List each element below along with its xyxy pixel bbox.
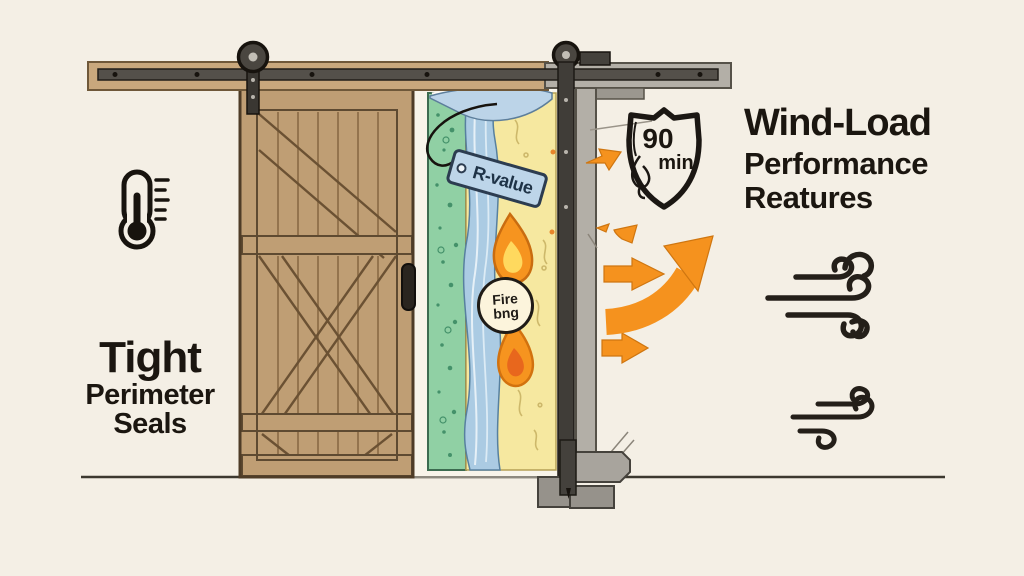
track-rail: [97, 68, 719, 81]
small-arrow-top: [585, 148, 623, 172]
door-handle: [401, 263, 416, 311]
fire-badge-line2: bng: [492, 303, 520, 322]
right-feature-line1: Wind-Load: [744, 102, 932, 144]
shield-rating-value: 90: [642, 123, 674, 154]
small-arrow-mid: [603, 257, 666, 291]
flame-icon: [496, 319, 535, 388]
debris-bit: [613, 224, 638, 244]
left-feature-line2: Perimeter: [85, 378, 215, 411]
flame-icon: [492, 211, 534, 285]
wind-gust-icon: [790, 386, 875, 450]
thermometer-icon: [118, 169, 170, 250]
debris-bit: [595, 223, 611, 233]
left-feature-line1: Tight: [99, 333, 202, 382]
tag-grommet: [455, 162, 468, 175]
guide-channel: [557, 61, 575, 481]
wind-gust-icon: [765, 251, 874, 340]
wall-jamb: [537, 61, 635, 509]
floor-guide: [537, 439, 631, 509]
shield-flame-doodle: [631, 155, 651, 200]
foam-speckles: [435, 113, 461, 457]
right-feature-line2: Performance: [744, 145, 929, 181]
thermometer-ticks: [154, 178, 170, 221]
door-hanger-left: [236, 40, 270, 115]
track-bolts: [112, 72, 703, 77]
shield-rating-unit: min: [658, 152, 694, 174]
fire-rating-shield-icon: [589, 107, 702, 210]
sliding-track: [87, 61, 732, 100]
foam-layer-green: [427, 92, 467, 471]
right-feature-label: Wind-Load Performance Reatures: [744, 102, 1016, 215]
barn-door: [238, 86, 416, 479]
small-arrow-bottom: [601, 331, 650, 365]
left-feature-label: Tight Perimeter Seals: [58, 333, 242, 441]
jamb-post: [575, 87, 597, 453]
insulation-panel: [412, 84, 564, 478]
curved-uplift-arrow: [604, 235, 714, 335]
sketch-scratches: [587, 233, 598, 249]
left-feature-line3: Seals: [113, 408, 187, 441]
wind-pressure-arrow-icon: [585, 148, 666, 365]
right-feature-line3: Reatures: [744, 179, 873, 215]
tag-string: [425, 102, 498, 167]
